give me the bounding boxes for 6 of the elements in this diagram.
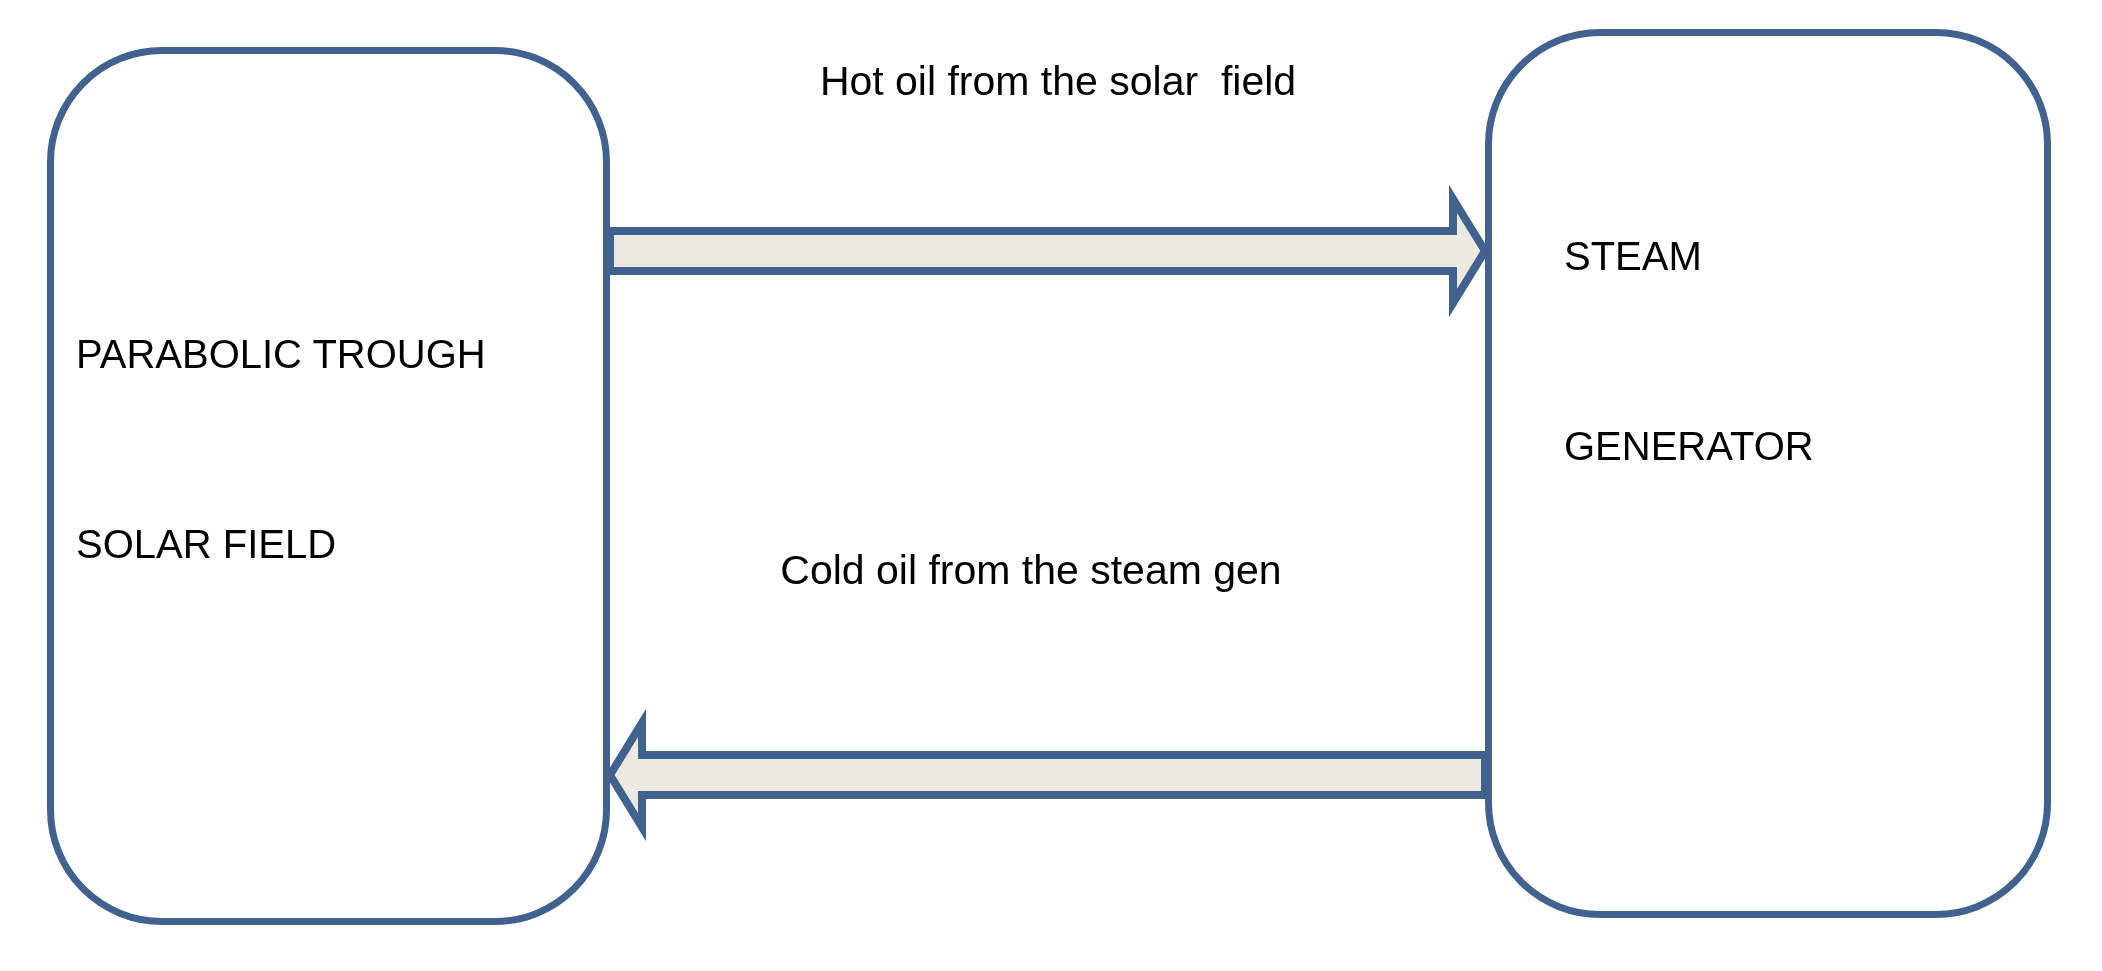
edge-label: Hot oil from the solar field xyxy=(819,58,1297,105)
edge-label: Cold oil from the steam gen xyxy=(780,547,1282,594)
box-label: STEAM GENERATOR xyxy=(1564,233,1815,470)
box-label: PARABOLIC TROUGH SOLAR FIELD xyxy=(76,331,487,568)
process-box xyxy=(47,47,610,925)
process-box xyxy=(1485,29,2051,918)
